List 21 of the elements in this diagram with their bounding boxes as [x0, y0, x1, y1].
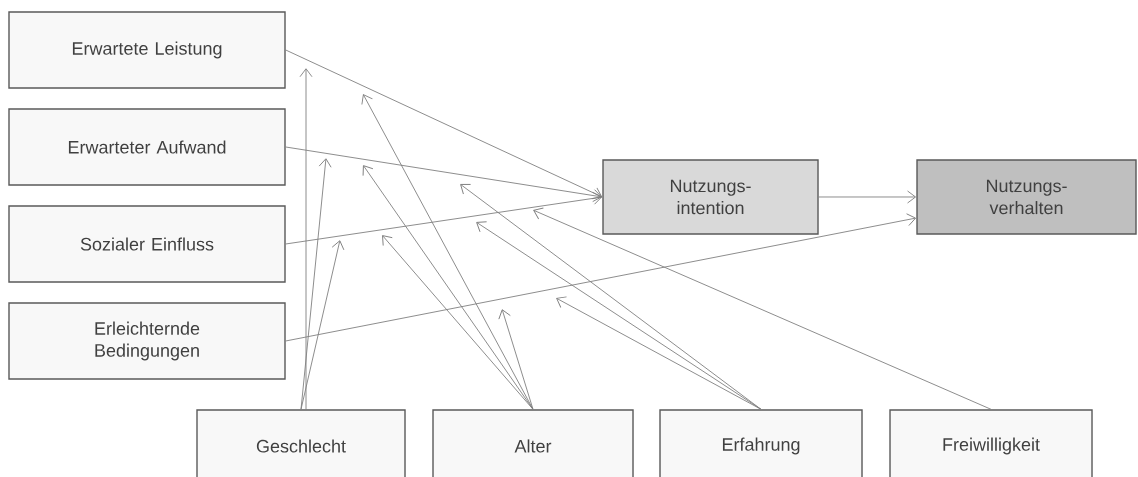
process-box: Nutzungs- verhalten	[916, 159, 1137, 235]
arrow	[498, 309, 534, 410]
process-box: Alter	[432, 409, 634, 477]
arrow	[533, 207, 992, 410]
process-box: Freiwilligkeit	[889, 409, 1093, 477]
arrow	[460, 184, 762, 410]
arrow	[300, 240, 345, 410]
arrow	[285, 213, 917, 342]
process-box: Erleichternde Bedingungen	[8, 302, 286, 380]
arrow	[382, 235, 534, 410]
arrow	[285, 191, 603, 245]
arrow	[285, 146, 603, 202]
process-box: Erfahrung	[659, 409, 863, 477]
arrow	[818, 190, 916, 204]
process-box: Erwarteter Aufwand	[8, 108, 286, 186]
process-box: Nutzungs- intention	[602, 159, 819, 235]
arrow	[556, 296, 762, 410]
process-box: Geschlecht	[196, 409, 406, 477]
process-box: Sozialer Einfluss	[8, 205, 286, 283]
arrow	[299, 68, 313, 410]
process-box: Erwartete Leistung	[8, 11, 286, 89]
